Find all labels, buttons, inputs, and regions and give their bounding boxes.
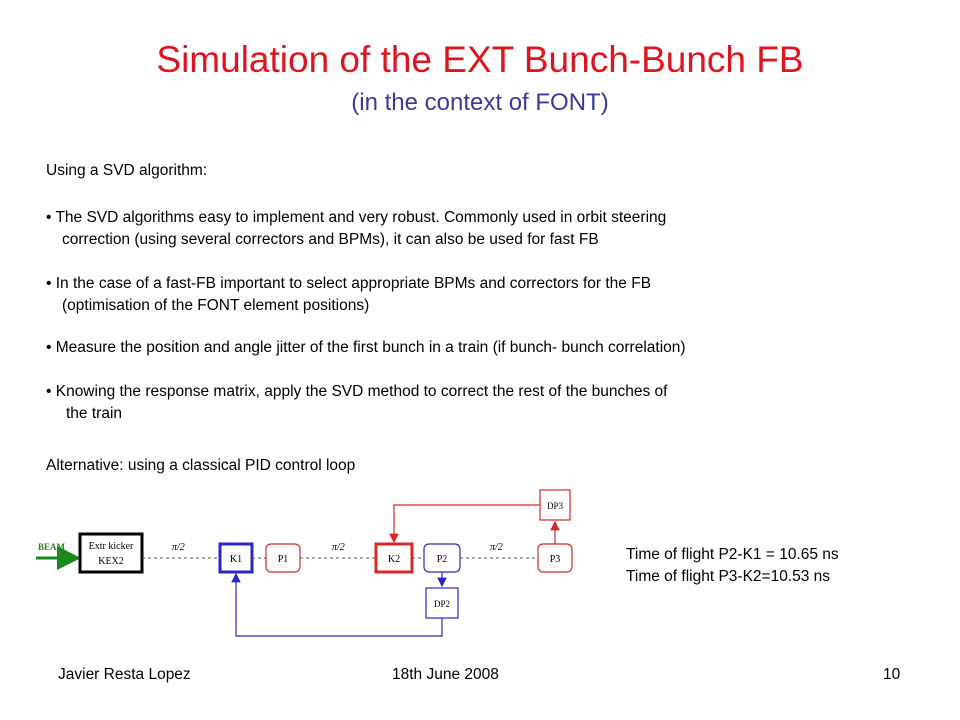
p3-label: P3 <box>550 554 561 565</box>
phase-advance-3: π/2 <box>490 542 503 553</box>
extr-kicker-box <box>78 532 144 574</box>
extr-kicker-kex2: KEX2 <box>98 556 124 567</box>
dp2-to-k1-arrow <box>231 572 443 637</box>
footer-date: 18th June 2008 <box>392 666 499 683</box>
slide-subtitle: (in the context of FONT) <box>0 88 960 118</box>
bullet-2-line1: • In the case of a fast-FB important to … <box>46 275 652 292</box>
phase-advance-2: π/2 <box>332 542 345 553</box>
bullet-1-line2: correction (using several correctors and… <box>62 231 599 248</box>
subtitle-text: (in the context of FONT) <box>351 89 609 116</box>
footer-page-number: 10 <box>883 666 901 683</box>
bullet-4: • Knowing the response matrix, apply the… <box>46 381 667 425</box>
footer-author: Javier Resta Lopez <box>58 666 191 683</box>
bullet-3-line1: • Measure the position and angle jitter … <box>46 339 686 356</box>
bullet-3: • Measure the position and angle jitter … <box>46 337 686 359</box>
p2-label: P2 <box>437 554 448 565</box>
k2-label: K2 <box>388 554 400 565</box>
time-of-flight-2: Time of flight P3-K2=10.53 ns <box>626 568 831 585</box>
p1-label: P1 <box>278 554 289 565</box>
extr-kicker-label: Extr kicker <box>89 541 134 552</box>
bullet-2-line2: (optimisation of the FONT element positi… <box>62 297 370 314</box>
intro-text: Using a SVD algorithm: <box>46 162 208 179</box>
alternative-text: Alternative: using a classical PID contr… <box>46 457 356 474</box>
k1-label: K1 <box>230 554 242 565</box>
dp3-to-k2-arrow <box>389 504 540 544</box>
time-of-flight-1: Time of flight P2-K1 = 10.65 ns <box>626 546 839 563</box>
bullet-4-line2: the train <box>66 405 123 422</box>
dp2-label: DP2 <box>434 599 450 609</box>
bullet-2: • In the case of a fast-FB important to … <box>46 273 651 317</box>
beam-label: BEAM <box>38 542 66 552</box>
slide-title: Simulation of the EXT Bunch-Bunch FB <box>156 39 804 80</box>
feedback-diagram: BEAM Extr kicker KEX2 π/2 K1 P1 π/2 K2 P… <box>34 478 608 648</box>
bullet-1-line1: • The SVD algorithms easy to implement a… <box>46 209 667 226</box>
bullet-1: • The SVD algorithms easy to implement a… <box>46 207 666 251</box>
dp3-label: DP3 <box>547 501 564 511</box>
phase-advance-1: π/2 <box>172 542 185 553</box>
bullet-4-line1: • Knowing the response matrix, apply the… <box>46 383 668 400</box>
